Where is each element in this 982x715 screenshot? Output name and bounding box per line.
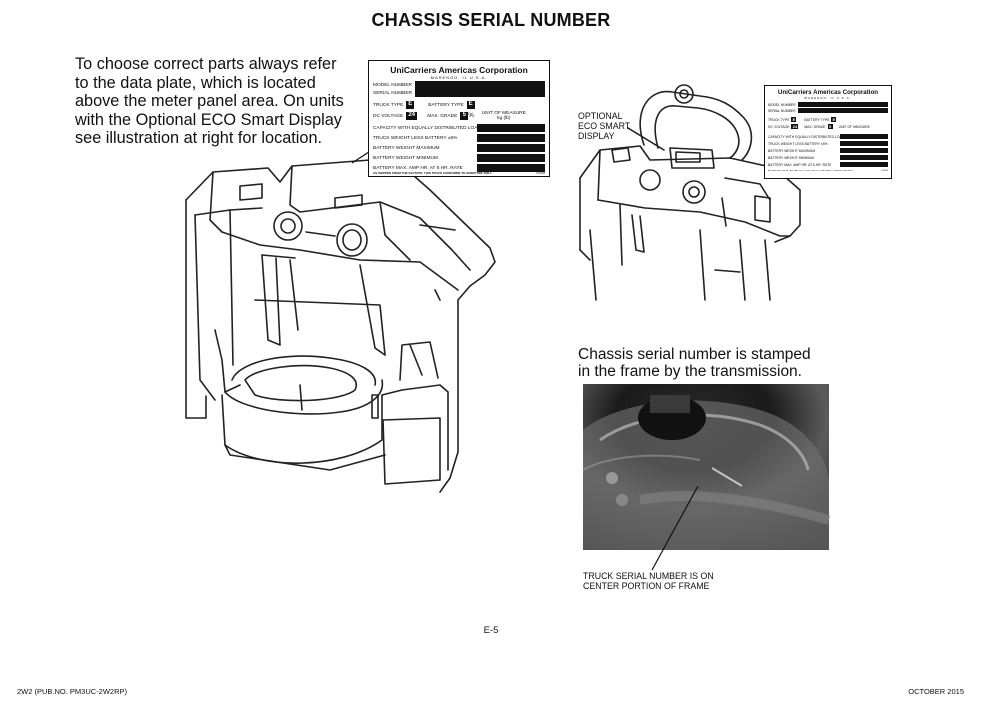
plate-battery-min-label: BATTERY WEIGHT MINIMUM xyxy=(373,155,438,161)
optional-line: DISPLAY xyxy=(578,131,615,141)
plate-battery-max-field xyxy=(840,148,888,153)
plate-max-grade-value: 5 xyxy=(827,124,833,129)
intro-line: to the data plate, which is located xyxy=(75,73,316,92)
intro-line: To choose correct parts always refer xyxy=(75,55,337,73)
plate-unit-label: UNIT OF MEASURE xyxy=(838,124,870,129)
plate-battery-max-field xyxy=(477,144,545,152)
plate-model-field xyxy=(415,81,545,89)
plate-battery-type-value: E xyxy=(466,101,475,109)
data-plate-small: UniCarriers Americas Corporation MARENGO… xyxy=(764,85,892,179)
truck-caption-line: TRUCK SERIAL NUMBER IS ON xyxy=(583,571,714,581)
plate-battery-type-label: BATTERY TYPE xyxy=(804,117,830,122)
plate-serial-label: SERIAL NUMBER xyxy=(768,108,796,113)
plate-truck-weight-label: TRUCK WEIGHT LESS BATTERY ±5% xyxy=(768,141,828,146)
frame-photo xyxy=(582,384,831,550)
right-chassis-drawing xyxy=(579,84,801,301)
plate-serial-field xyxy=(797,108,888,113)
plate-capacity-field xyxy=(840,134,888,139)
plate-battery-max-label: BATTERY WEIGHT MAXIMUM xyxy=(373,145,440,151)
page-number: E-5 xyxy=(483,625,499,636)
plate-units: kg (lb) xyxy=(497,116,511,121)
plate-battery-amp-label: BATTERY MAX. AMP HR. AT 6 HR. RATE xyxy=(373,165,463,171)
plate-address: MARENGO, IL U.S.A. xyxy=(430,75,488,80)
truck-serial-caption: TRUCK SERIAL NUMBER IS ON CENTER PORTION… xyxy=(583,571,714,591)
plate-battery-min-label: BATTERY WEIGHT MINIMUM xyxy=(768,155,814,160)
plate-dc-voltage-value: 24 xyxy=(406,112,418,120)
footer-date: OCTOBER 2015 xyxy=(908,687,964,696)
serial-caption: Chassis serial number is stamped in the … xyxy=(578,346,838,380)
plate-truck-weight-label: TRUCK WEIGHT LESS BATTERY ±5% xyxy=(373,135,458,141)
footer-publication: 2W2 (PUB.NO. PM3UC-2W2RP) xyxy=(17,687,128,696)
intro-line: above the meter panel area. On units xyxy=(75,92,344,110)
plate-max-grade-label: MAX. GRADE xyxy=(427,113,458,119)
intro-line: see illustration at right for location. xyxy=(75,129,323,147)
plate-truck-type-value: E xyxy=(406,101,415,109)
plate-address: MARENGO, IL U.S.A. xyxy=(804,96,852,100)
optional-eco-smart-label: OPTIONAL ECO SMART DISPLAY xyxy=(578,111,630,141)
intro-text: To choose correct parts always refer to … xyxy=(75,55,365,148)
plate-truck-weight-field xyxy=(840,141,888,146)
plate-unit-label: UNIT OF MEASURE xyxy=(481,111,526,116)
serial-leader xyxy=(651,485,699,571)
plate-battery-amp-field xyxy=(477,164,545,172)
plate-battery-type-label: BATTERY TYPE xyxy=(428,102,464,108)
plate-truck-type-value: E xyxy=(791,117,797,122)
plate-company: UniCarriers Americas Corporation xyxy=(390,65,528,75)
serial-caption-line: in the frame by the transmission. xyxy=(578,363,802,380)
plate-capacity-field xyxy=(477,124,545,132)
plate-battery-max-label: BATTERY WEIGHT MAXIMUM xyxy=(768,148,816,153)
plate-truck-type-label: TRUCK TYPE xyxy=(373,102,404,108)
plate-truck-type-label: TRUCK TYPE xyxy=(768,117,790,122)
truck-caption-line: CENTER PORTION OF FRAME xyxy=(583,581,710,591)
plate-model-label: MODEL NUMBER xyxy=(373,82,413,88)
left-chassis-drawing xyxy=(185,159,496,493)
plate-company: UniCarriers Americas Corporation xyxy=(777,89,879,96)
plate-code: F0425 xyxy=(536,171,545,175)
serial-caption-line: Chassis serial number is stamped xyxy=(578,346,811,363)
optional-line: ECO SMART xyxy=(578,121,631,131)
page-title: CHASSIS SERIAL NUMBER xyxy=(371,10,611,30)
plate-dc-voltage-label: DC VOLTAGE xyxy=(768,124,790,129)
plate-battery-min-field xyxy=(840,155,888,160)
plate-capacity-label: CAPACITY WITH EQUALLY DISTRIBUTED LOAD xyxy=(373,125,481,131)
plate-battery-min-field xyxy=(477,154,545,162)
plate-code: F0425 xyxy=(881,170,888,172)
data-plate: UniCarriers Americas Corporation MARENGO… xyxy=(368,60,550,177)
plate-max-grade-value: 5 xyxy=(460,112,469,120)
plate-model-field xyxy=(797,102,888,107)
plate-model-label: MODEL NUMBER xyxy=(768,102,796,107)
plate-dc-voltage-label: DC VOLTAGE xyxy=(373,113,404,119)
plate-truck-weight-field xyxy=(477,134,545,142)
plate-serial-label: SERIAL NUMBER xyxy=(373,90,413,96)
plate-serial-field xyxy=(415,89,545,97)
plate-max-grade-label: MAX. GRADE xyxy=(804,124,826,129)
plate-compliance: AS SHIPPED FROM THE FACTORY, THIS TRUCK … xyxy=(373,171,492,175)
plate-capacity-label: CAPACITY WITH EQUALLY DISTRIBUTED LOAD xyxy=(768,134,840,139)
plate-compliance: AS SHIPPED FROM THE FACTORY, THIS TRUCK … xyxy=(768,170,854,172)
plate-percent: % xyxy=(468,113,474,119)
plate-battery-amp-label: BATTERY MAX. AMP HR. AT 6 HR. RATE xyxy=(768,162,832,167)
intro-line: with the Optional ECO Smart Display xyxy=(75,110,342,129)
plate-battery-type-value: E xyxy=(831,117,837,122)
plate-battery-amp-field xyxy=(840,162,888,167)
plate-dc-voltage-value: 24 xyxy=(791,124,799,129)
optional-line: OPTIONAL xyxy=(578,111,623,121)
